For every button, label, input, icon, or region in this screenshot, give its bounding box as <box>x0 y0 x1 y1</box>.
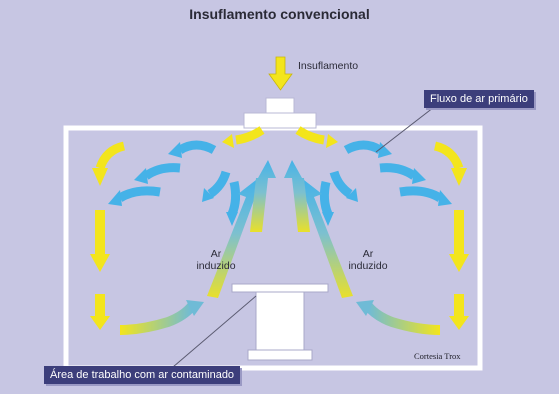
induced-air-arrow <box>329 170 353 198</box>
induced-air-arrow <box>379 163 417 180</box>
induced-air-arrow <box>168 142 182 158</box>
induced-air-label-right: Ar induzido <box>348 248 388 272</box>
induced-air-arrow <box>378 142 392 158</box>
induced-air-arrow <box>117 186 161 202</box>
primary-flow-arrow <box>119 302 196 335</box>
image-credit: Cortesia Trox <box>414 351 461 361</box>
induced-air-label-right-line1: Ar <box>362 248 374 260</box>
primary-flow-arrow <box>186 300 204 316</box>
induced-air-arrow <box>298 180 353 298</box>
induced-air-arrow <box>108 190 122 206</box>
induced-air-arrow <box>134 168 148 184</box>
primary-flow-arrow <box>454 294 464 316</box>
induced-air-arrow <box>226 212 238 226</box>
primary-flow-arrow <box>356 300 374 316</box>
induced-air-arrow <box>322 212 334 226</box>
primary-flow-label: Fluxo de ar primário <box>424 90 534 108</box>
primary-flow-arrow <box>449 316 469 330</box>
induced-air-arrow <box>284 160 310 232</box>
primary-flow-arrow <box>222 134 234 148</box>
primary-flow-arrow <box>433 141 464 170</box>
primary-flow-arrow <box>451 168 467 186</box>
induced-air-arrow <box>343 140 383 155</box>
induced-air-arrow <box>346 188 358 202</box>
work-area-label: Área de trabalho com ar contaminado <box>44 366 241 384</box>
primary-flow-arrow <box>235 126 265 145</box>
induced-air-arrow <box>207 180 262 298</box>
induced-air-label-right-line2: induzido <box>348 260 388 272</box>
work-area-callout-line <box>165 295 257 374</box>
supply-arrow <box>268 56 293 91</box>
induced-air-arrow <box>143 163 181 180</box>
induced-air-arrow <box>250 160 276 232</box>
induced-air-label-left: Ar induzido <box>196 248 236 272</box>
induced-air-label-left-line1: Ar <box>210 248 222 260</box>
induced-air-label-left-line2: induzido <box>196 260 236 272</box>
primary-flow-callout-line <box>375 103 439 153</box>
primary-flow-arrow <box>90 254 110 272</box>
induced-air-arrow <box>319 181 333 216</box>
induced-air-arrow <box>438 190 452 206</box>
primary-flow-arrow <box>95 210 105 254</box>
induced-air-arrow <box>202 188 214 202</box>
induced-air-arrow <box>177 140 217 155</box>
induced-air-arrow <box>207 170 231 198</box>
induced-air-arrow <box>227 181 241 216</box>
primary-flow-arrow <box>454 210 464 254</box>
induced-air-arrow <box>399 186 443 202</box>
primary-flow-arrow <box>449 254 469 272</box>
primary-flow-arrow <box>92 168 108 186</box>
primary-flow-arrow <box>364 302 441 335</box>
supply-label: Insuflamento <box>298 60 359 72</box>
work-table <box>231 283 329 361</box>
primary-flow-arrow <box>295 126 325 145</box>
primary-flow-arrow <box>90 316 110 330</box>
diffuser <box>243 97 317 129</box>
diagram-title: Insuflamento convencional <box>189 6 370 22</box>
primary-flow-arrow <box>326 134 338 148</box>
primary-flow-arrow <box>95 141 126 170</box>
induced-air-arrow <box>412 168 426 184</box>
primary-flow-arrow <box>95 294 105 316</box>
